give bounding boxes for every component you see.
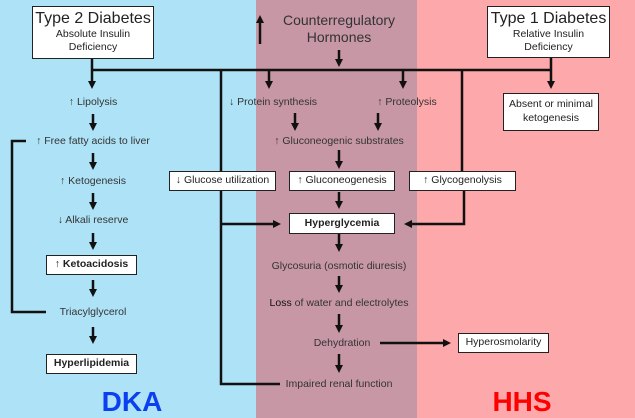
gluconeogenesis-box: ↑ Gluconeogenesis: [289, 171, 395, 191]
alkali-reserve-label: ↓ Alkali reserve: [57, 214, 129, 226]
loss-rest: of water and electrolytes: [291, 297, 409, 309]
hyperglycemia-box: Hyperglycemia: [289, 213, 395, 234]
counterregulatory-hormones: Counterregulatory Hormones: [283, 12, 395, 46]
type1-subtitle-1: Relative Insulin: [512, 28, 585, 40]
hhs-label: HHS: [492, 386, 552, 417]
impaired-renal-function-label: Impaired renal function: [285, 378, 393, 390]
hormones-line1: Counterregulatory: [282, 12, 396, 28]
hormones-line2: Hormones: [306, 29, 372, 45]
glucose-utilization-box: ↓ Glucose utilization: [169, 171, 276, 191]
type2-subtitle-2: Deficiency: [68, 41, 118, 53]
hyperlipidemia-box: Hyperlipidemia: [46, 354, 137, 374]
lipolysis-label: ↑ Lipolysis: [68, 96, 118, 108]
ketoacidosis-label: Ketoacidosis: [62, 258, 129, 270]
type2-title: Type 2 Diabetes: [35, 10, 151, 27]
glycogenolysis-box: ↑ Glycogenolysis: [409, 171, 516, 191]
gluconeogenic-substrates-label: ↑ Gluconeogenic substrates: [274, 135, 404, 147]
ketogenesis-label: ↑ Ketogenesis: [60, 175, 126, 187]
absent-ketogenesis-box: Absent or minimal ketogenesis: [503, 93, 599, 131]
type2-diabetes-box: Type 2 Diabetes Absolute Insulin Deficie…: [32, 6, 154, 59]
proteolysis-label: ↑ Proteolysis: [377, 96, 437, 108]
loss-water-electrolytes-label: Loss of water and electrolytes: [270, 297, 409, 309]
type2-subtitle-1: Absolute Insulin: [55, 28, 131, 40]
type1-diabetes-box: Type 1 Diabetes Relative Insulin Deficie…: [487, 6, 610, 58]
free-fatty-acids-label: ↑ Free fatty acids to liver: [36, 135, 150, 147]
increase-arrow: ↑: [54, 258, 60, 270]
hyperosmolarity-box: Hyperosmolarity: [458, 333, 549, 353]
absent-line1: Absent or minimal: [508, 98, 594, 110]
glycosuria-label: Glycosuria (osmotic diuresis): [271, 260, 407, 272]
type1-title: Type 1 Diabetes: [490, 10, 607, 27]
dehydration-label: Dehydration: [313, 337, 371, 349]
triacylglycerol-label: Triacylglycerol: [59, 306, 127, 318]
protein-synthesis-label: ↓ Protein synthesis: [228, 96, 318, 108]
loss-bold: Loss: [269, 297, 292, 309]
ketoacidosis-box: ↑ Ketoacidosis: [46, 255, 137, 275]
absent-line2: ketogenesis: [522, 112, 580, 124]
type1-subtitle-2: Deficiency: [524, 41, 573, 53]
dka-label: DKA: [101, 386, 163, 417]
